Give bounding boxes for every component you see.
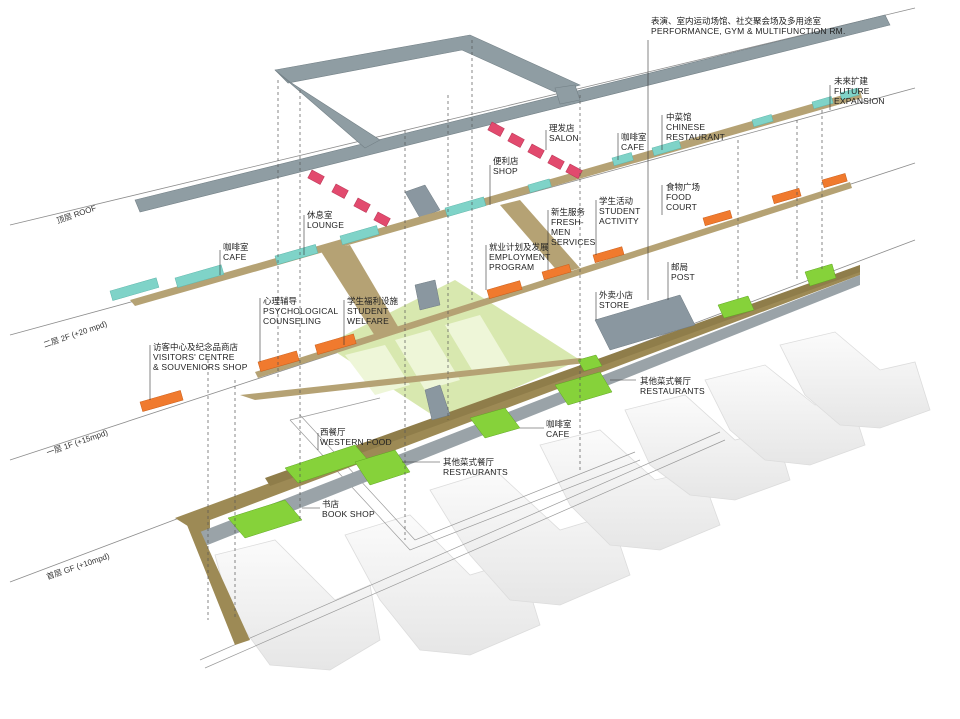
pink-room xyxy=(507,132,525,148)
room-cafe-left-a xyxy=(109,277,160,301)
roof-beam xyxy=(134,14,891,213)
core-blocks xyxy=(404,184,696,421)
building-block xyxy=(214,539,381,671)
room-bookshop xyxy=(227,499,303,539)
leader-lines xyxy=(149,40,831,509)
road-edge xyxy=(199,431,721,661)
room-lounge-b xyxy=(339,225,380,245)
room-cafe-right xyxy=(611,152,634,166)
orange-rooms xyxy=(139,173,848,412)
road-edge xyxy=(204,439,726,669)
room-foodcourt-a xyxy=(702,209,733,226)
2f-branch xyxy=(500,200,580,274)
core-block xyxy=(404,184,441,219)
room-lounge xyxy=(274,244,319,265)
room-employment xyxy=(486,280,523,299)
1f-walkway xyxy=(240,265,860,486)
green-rooms xyxy=(227,263,837,539)
room-1f-d xyxy=(804,263,837,287)
level-line-roof xyxy=(9,7,916,226)
post-block xyxy=(594,294,696,351)
gf-walkway-side xyxy=(200,275,860,548)
road-edge xyxy=(289,397,381,421)
room-counseling xyxy=(257,350,300,372)
room-shop xyxy=(444,196,487,217)
room-1f-b xyxy=(577,354,603,372)
room-welfare xyxy=(314,333,357,355)
room-restaurants-1f xyxy=(554,371,613,406)
2f-branch xyxy=(320,245,400,336)
building-block xyxy=(429,469,631,606)
building-block xyxy=(779,331,931,429)
teal-rooms xyxy=(109,87,860,301)
core-block xyxy=(424,384,451,421)
plaza-strip xyxy=(445,315,510,375)
1f-walkway-deck xyxy=(240,358,595,400)
pink-room xyxy=(527,143,545,159)
pink-room xyxy=(547,154,565,170)
room-future-a xyxy=(751,114,774,128)
room-future-c xyxy=(839,87,860,101)
room-visitors xyxy=(139,390,184,412)
roof-beam xyxy=(274,69,381,149)
room-freshmen xyxy=(541,263,572,280)
room-chinese xyxy=(651,139,682,156)
room-2f-a xyxy=(527,178,552,193)
1f-walkway-top xyxy=(265,265,860,486)
building-block xyxy=(704,364,866,466)
room-activity xyxy=(592,246,625,263)
gf-ramp xyxy=(185,520,250,645)
roof-beam xyxy=(554,84,581,105)
pink-room xyxy=(487,121,505,137)
dashed-connectors xyxy=(207,40,823,620)
room-future-b xyxy=(811,96,834,110)
pink-room xyxy=(373,211,391,227)
room-restaurants-gf xyxy=(354,449,411,486)
2f-lower-walkway xyxy=(255,182,852,378)
roof-beam xyxy=(274,34,581,93)
room-cafe-left-b xyxy=(174,264,225,288)
pink-room xyxy=(331,183,349,199)
core-block xyxy=(414,279,441,311)
room-foodcourt-b xyxy=(771,187,802,204)
pink-room xyxy=(307,169,325,185)
building-block xyxy=(344,514,541,656)
building-block xyxy=(539,429,721,551)
roof-frame xyxy=(134,14,891,213)
room-foodcourt-c xyxy=(821,173,848,188)
pink-rooms xyxy=(307,121,583,227)
pink-room xyxy=(353,197,371,213)
